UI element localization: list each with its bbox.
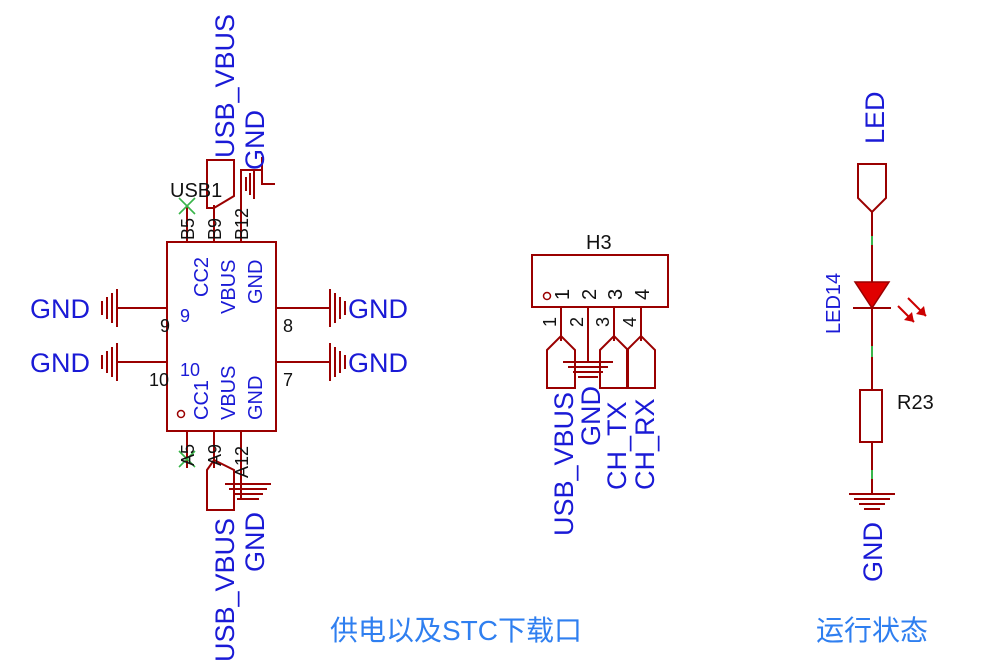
net-gnd-top: GND xyxy=(240,110,270,170)
net-usb-vbus-bottom: USB_VBUS xyxy=(210,518,240,662)
h3-pin-4: 4 xyxy=(620,317,640,327)
h3-inner-1: 1 xyxy=(552,289,574,300)
net-usb-vbus-top: USB_VBUS xyxy=(210,14,240,158)
h3-ref: H3 xyxy=(586,232,612,254)
usb-pin-b12: B12 xyxy=(232,208,252,240)
usb-inner-gnd-top: GND xyxy=(245,260,267,304)
pin1-marker xyxy=(176,409,186,419)
h3-net-ch-tx: CH_TX xyxy=(602,401,632,490)
h3-pin-3: 3 xyxy=(593,317,613,327)
led-ref: LED14 xyxy=(823,273,845,334)
usb-ref: USB1 xyxy=(170,180,222,202)
net-gnd-right-7: GND xyxy=(348,348,408,378)
gnd-symbol-bottom xyxy=(225,483,271,500)
usb-pin-a12: A12 xyxy=(232,446,252,478)
usb-pin-b9: B9 xyxy=(205,218,225,240)
no-connect-b5 xyxy=(178,197,196,215)
usb-inner-gnd-bottom: GND xyxy=(245,376,267,420)
gnd-symbol-top xyxy=(240,157,275,199)
led-net-label: LED xyxy=(860,91,890,144)
net-gnd-bottom: GND xyxy=(240,512,270,572)
h3-inner-2: 2 xyxy=(579,289,601,300)
net-gnd-right-8: GND xyxy=(348,294,408,324)
h3-pin-2: 2 xyxy=(567,317,587,327)
h3-net-ch-rx: CH_RX xyxy=(630,398,660,490)
led-emission-arrows xyxy=(897,297,927,323)
h3-body xyxy=(531,254,669,308)
h3-net-usb-vbus: USB_VBUS xyxy=(549,392,579,536)
resistor-body xyxy=(859,389,883,443)
usb-inner-cc1: CC1 xyxy=(191,380,213,420)
usb-inner-10: 10 xyxy=(180,360,200,380)
h3-gnd-symbol xyxy=(563,361,613,378)
gnd-symbol-right-8 xyxy=(329,289,346,327)
usb-pin-a9: A9 xyxy=(205,444,225,466)
h3-pin-1: 1 xyxy=(540,317,560,327)
h3-pin1-marker xyxy=(542,291,552,301)
usb-connector: USB1 9 10 8 7 9 10 B5 B9 B12 A5 A9 A12 C… xyxy=(30,14,408,662)
h3-inner-4: 4 xyxy=(632,289,654,300)
net-gnd-left-10: GND xyxy=(30,348,90,378)
usb-vbus-port-top xyxy=(206,159,235,209)
no-connect-a5 xyxy=(178,450,196,468)
h3-inner-3: 3 xyxy=(605,289,627,300)
caption-status: 运行状态 xyxy=(816,615,928,646)
net-gnd-left-9: GND xyxy=(30,294,90,324)
usb-pin-9: 9 xyxy=(160,316,170,336)
usb-inner-cc2: CC2 xyxy=(191,257,213,297)
h3-net-gnd: GND xyxy=(576,386,606,446)
usb-pin-10: 10 xyxy=(149,370,169,390)
h3-port-usb-vbus xyxy=(546,334,576,389)
usb-inner-9: 9 xyxy=(180,306,190,326)
gnd-symbol-right-7 xyxy=(329,343,346,381)
usb-pin-7: 7 xyxy=(283,370,293,390)
led-circuit: LED LED14 R23 GND xyxy=(823,91,934,582)
gnd-symbol-left-10 xyxy=(101,343,118,381)
gnd-symbol-left-9 xyxy=(101,289,118,327)
led-triangle xyxy=(853,281,891,310)
usb-pin-a5: A5 xyxy=(178,444,198,466)
led-net-port xyxy=(857,163,887,214)
header-h3: H3 1 2 3 4 1 2 3 4 USB_VBUS GND CH_TX xyxy=(531,232,669,536)
led-gnd-label: GND xyxy=(858,522,888,582)
h3-port-ch-rx xyxy=(626,334,656,389)
usb-inner-vbus-bottom: VBUS xyxy=(218,366,240,420)
led-gnd-symbol xyxy=(849,493,895,510)
usb-pin-8: 8 xyxy=(283,316,293,336)
usb-pin-b5: B5 xyxy=(178,218,198,240)
usb-inner-vbus-top: VBUS xyxy=(218,260,240,314)
resistor-ref: R23 xyxy=(897,392,934,414)
usb-body xyxy=(166,241,277,432)
caption-power: 供电以及STC下载口 xyxy=(330,615,582,646)
